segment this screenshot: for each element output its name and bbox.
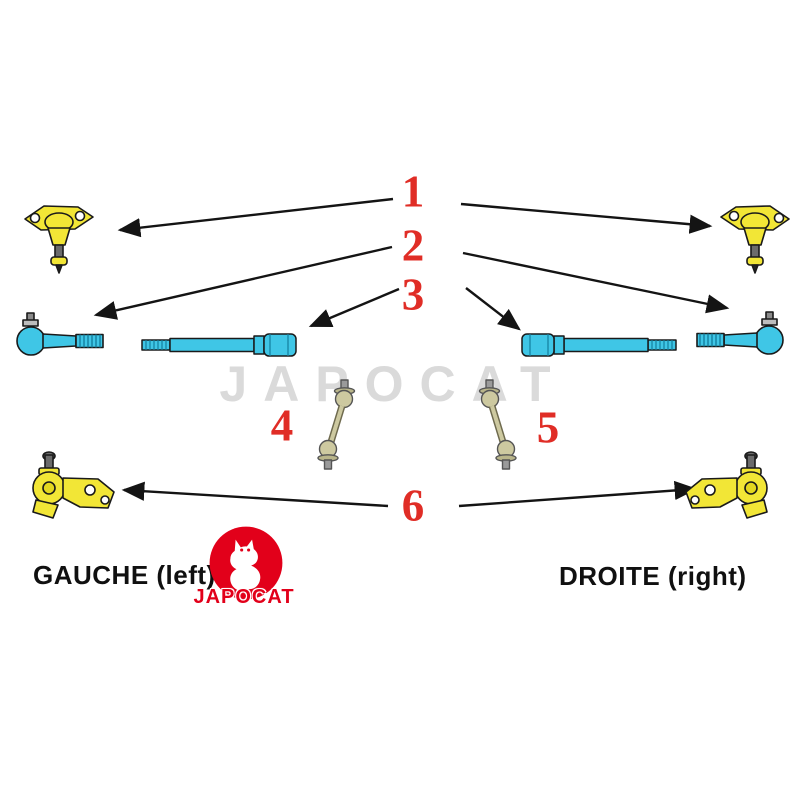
upper-ball-joint-right-icon [716, 198, 796, 276]
stabilizer-link-right-icon [462, 378, 534, 473]
stabilizer-link-left-icon [300, 378, 372, 473]
arrow-1-right [460, 202, 713, 234]
part-number-2: 2 [401, 220, 425, 271]
tie-rod-end-right-icon [694, 309, 786, 361]
caption-gauche-left: GAUCHE (left) [33, 560, 216, 590]
part-number-4: 4 [270, 400, 294, 451]
inner-tie-rod-right-icon [520, 331, 678, 359]
arrow-6-right [458, 480, 698, 508]
caption-droite-right: DROITE (right) [559, 561, 747, 591]
part-number-3: 3 [401, 269, 425, 320]
arrow-2-left [93, 245, 393, 320]
inner-tie-rod-left-icon [140, 331, 298, 359]
arrow-6-left [121, 481, 389, 508]
arrow-1-left [117, 197, 394, 238]
arrow-3-right [465, 287, 521, 331]
part-number-5: 5 [536, 402, 560, 453]
lower-ball-joint-left-icon [18, 450, 118, 530]
japocat-logo-text: JAPOCAT [193, 586, 295, 608]
part-number-1: 1 [401, 166, 425, 217]
upper-ball-joint-left-icon [18, 198, 98, 276]
arrow-3-left [308, 287, 400, 328]
arrow-2-right [462, 251, 730, 314]
tie-rod-end-left-icon [14, 310, 106, 362]
part-number-6: 6 [401, 480, 425, 531]
lower-ball-joint-right-icon [682, 450, 782, 530]
